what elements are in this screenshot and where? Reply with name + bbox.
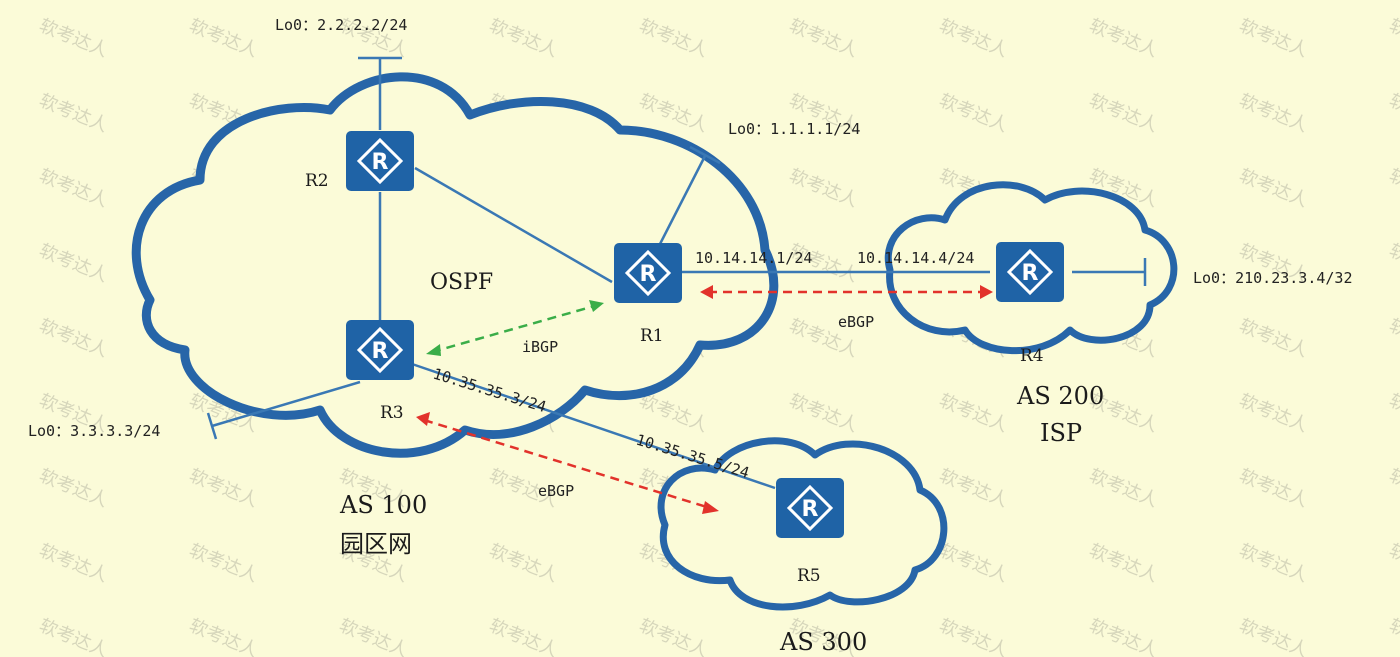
watermark-text: 软考达人: [186, 15, 261, 61]
watermark-text: 软考达人: [1236, 465, 1311, 511]
watermark-text: 软考达人: [636, 615, 711, 657]
ebgp-arrow-r4: [980, 285, 993, 299]
watermark-text: 软考达人: [1236, 15, 1311, 61]
as200-subtitle: ISP: [1040, 419, 1082, 447]
watermark-text: 软考达人: [1086, 615, 1161, 657]
ospf-label: OSPF: [430, 270, 493, 295]
watermark-text: 软考达人: [936, 540, 1011, 586]
watermark-text: 软考达人: [786, 15, 861, 61]
watermark-text: 软考达人: [936, 615, 1011, 657]
watermark-text: 软考达人: [1386, 165, 1400, 211]
watermark-text: 软考达人: [936, 15, 1011, 61]
ebgp-r1-r4-label: eBGP: [838, 313, 874, 331]
router-r2-label: R2: [305, 171, 329, 191]
router-r2-icon[interactable]: [344, 129, 416, 193]
ebgp-arrow-r3: [416, 412, 430, 426]
watermark-text: 软考达人: [1236, 315, 1311, 361]
router-r3-label: R3: [380, 403, 404, 423]
ebgp-arrow-r5: [702, 501, 719, 514]
ebgp-r3-r5-line: [423, 418, 711, 510]
bgp-sessions: [416, 285, 993, 514]
as200-title: AS 200: [1016, 382, 1104, 410]
watermark-text: 软考达人: [186, 465, 261, 511]
router-r1-icon[interactable]: [612, 241, 684, 305]
ebgp-arrow-r1: [700, 285, 713, 299]
watermark-text: 软考达人: [786, 390, 861, 436]
link-r3-loopback: [211, 380, 361, 428]
watermark-text: 软考达人: [36, 240, 111, 286]
as100-title: AS 100: [339, 491, 427, 519]
watermark-text: 软考达人: [336, 615, 411, 657]
link-r1-loopback-cap: [689, 145, 721, 165]
as100-cloud: [131, 72, 779, 458]
watermark-text: 软考达人: [486, 615, 561, 657]
watermark-text: 软考达人: [1086, 90, 1161, 136]
watermark-text: 软考达人: [1086, 15, 1161, 61]
r3-loopback-label: Lo0：3.3.3.3/24: [28, 422, 160, 440]
watermark-text: 软考达人: [936, 465, 1011, 511]
watermark-text: 软考达人: [1386, 465, 1400, 511]
r1-loopback-label: Lo0：1.1.1.1/24: [728, 120, 860, 138]
watermark-text: 软考达人: [1386, 315, 1400, 361]
watermark-text: 软考达人: [1386, 615, 1400, 657]
watermark-text: 软考达人: [486, 540, 561, 586]
watermark-text: 软考达人: [936, 390, 1011, 436]
watermark-text: 软考达人: [1386, 15, 1400, 61]
router-r3-icon[interactable]: [344, 318, 416, 382]
ibgp-arrow-r3: [426, 344, 441, 356]
as100-subtitle: 园区网: [340, 530, 412, 558]
link-r2-r1: [414, 166, 613, 284]
watermark-text: 软考达人: [786, 165, 861, 211]
links: [206, 56, 1147, 490]
watermark-text: 软考达人: [36, 15, 111, 61]
router-r1-label: R1: [640, 326, 664, 346]
r4-loopback-label: Lo0：210.23.3.4/32: [1193, 269, 1353, 287]
ibgp-label: iBGP: [522, 338, 558, 356]
watermark-text: 软考达人: [36, 540, 111, 586]
watermark-text: 软考达人: [936, 90, 1011, 136]
watermark-text: 软考达人: [36, 465, 111, 511]
watermark-text: 软考达人: [186, 540, 261, 586]
watermark-text: 软考达人: [36, 90, 111, 136]
watermark-text: 软考达人: [636, 390, 711, 436]
watermark-text: 软考达人: [1236, 540, 1311, 586]
ibgp-session-line: [431, 303, 599, 354]
link-r3-r5: [411, 362, 776, 490]
router-r5-label: R5: [797, 566, 821, 586]
link-r3-loopback-cap: [206, 412, 218, 440]
watermark-text: 软考达人: [1386, 90, 1400, 136]
router-r4-label: R4: [1020, 346, 1044, 366]
watermark-text: 软考达人: [1236, 90, 1311, 136]
watermark-text: 软考达人: [36, 615, 111, 657]
r4-interface-label: 10.14.14.4/24: [857, 249, 974, 267]
watermark-text: 软考达人: [1086, 465, 1161, 511]
watermark-text: 软考达人: [1236, 615, 1311, 657]
watermark-text: 软考达人: [1386, 540, 1400, 586]
r2-loopback-label: Lo0：2.2.2.2/24: [275, 16, 407, 34]
watermark-text: 软考达人: [1386, 240, 1400, 286]
watermark-text: 软考达人: [1236, 390, 1311, 436]
watermark-text: 软考达人: [36, 165, 111, 211]
as300-title: AS 300: [779, 628, 867, 656]
link-r1-loopback: [658, 155, 707, 245]
watermark-text: 软考达人: [636, 15, 711, 61]
watermark-text: 软考达人: [486, 15, 561, 61]
r1-interface-label: 10.14.14.1/24: [695, 249, 812, 267]
watermark-text: 软考达人: [1086, 540, 1161, 586]
router-r5-icon[interactable]: [774, 476, 846, 540]
watermark-text: 软考达人: [1236, 165, 1311, 211]
watermark-text: 软考达人: [36, 315, 111, 361]
router-r4-icon[interactable]: [994, 240, 1066, 304]
ebgp-r3-r5-label: eBGP: [538, 482, 574, 500]
watermark-text: 软考达人: [1386, 390, 1400, 436]
ibgp-arrow-r1: [589, 300, 604, 312]
watermark-text: 软考达人: [186, 615, 261, 657]
